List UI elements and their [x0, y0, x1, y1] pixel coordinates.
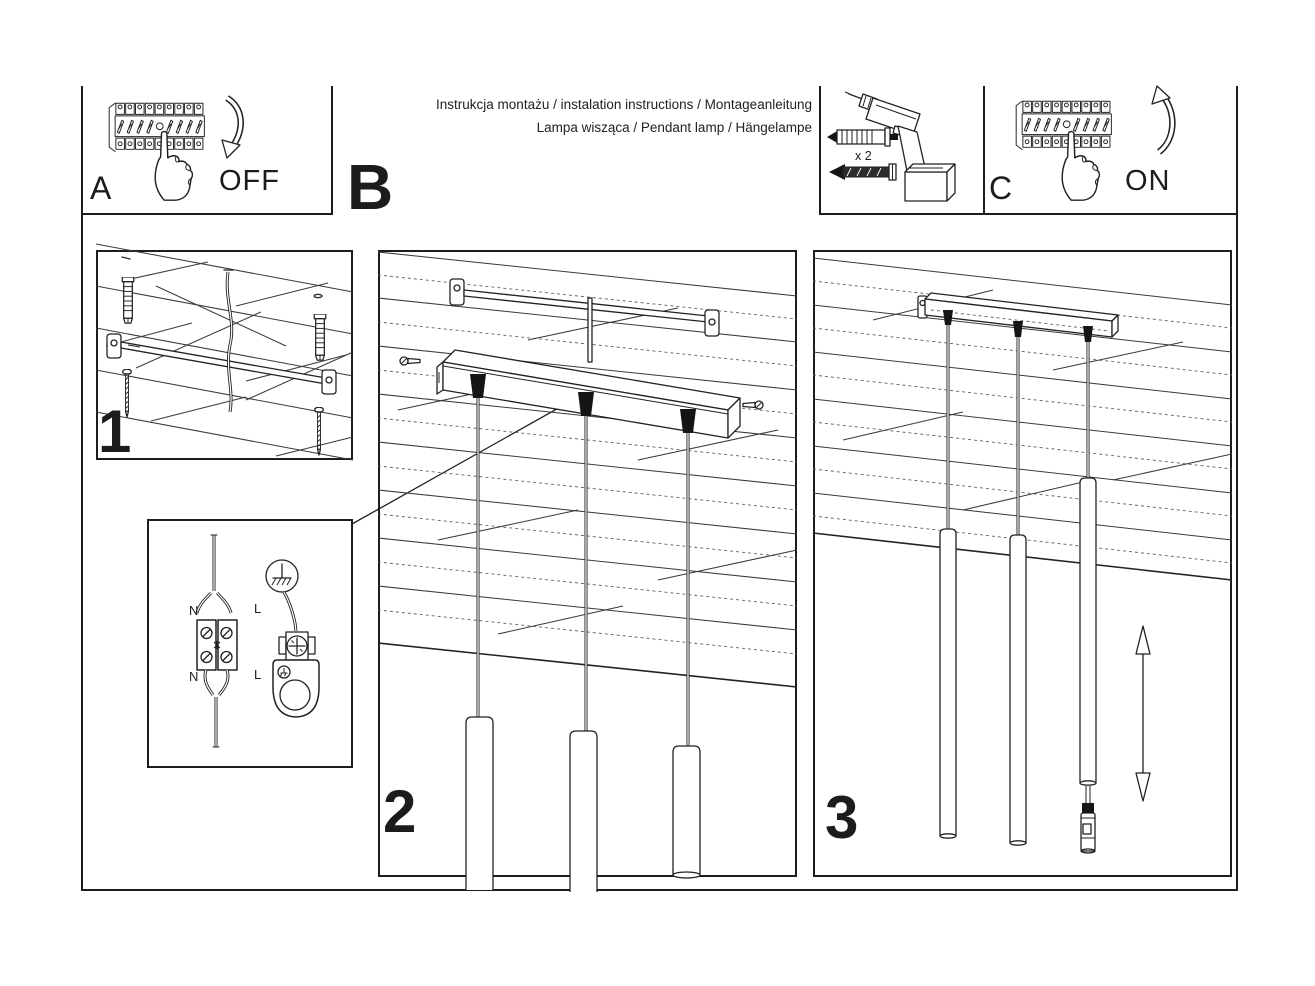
lamp-holder [1080, 786, 1096, 854]
side-screws [399, 356, 764, 410]
mounting-rail [106, 333, 337, 395]
cable-grips [943, 310, 1093, 342]
callout-leader-line [351, 391, 588, 525]
supply-cable-top [195, 534, 233, 614]
step-2-drawing [377, 251, 798, 892]
step-2-panel [377, 250, 798, 892]
wiring-detail-inset [147, 519, 353, 768]
pendant-tubes [465, 716, 701, 892]
step-2-number: 2 [383, 778, 417, 845]
document-title: Instrukcja montażu / instalation instruc… [312, 93, 812, 139]
wall-anchor-icon [313, 314, 327, 361]
threaded-rod [587, 297, 593, 363]
curved-arrow-up-icon [1151, 85, 1176, 155]
step-3-number: 3 [825, 784, 859, 851]
wire-label-n-bottom: N [189, 669, 199, 684]
step-1-drawing [95, 243, 354, 461]
circuit-breaker-icon [1015, 100, 1112, 151]
terminal-block [196, 619, 238, 671]
panel-c-drawing [1015, 85, 1176, 201]
ground-symbol-icon [265, 559, 299, 593]
step-3-panel [812, 250, 1233, 877]
wiring-drawing [195, 534, 320, 748]
height-adjust-arrow-icon [1135, 625, 1151, 802]
tools-drawing [827, 91, 956, 202]
asterisk-mark [213, 641, 221, 649]
panel-c-action: ON [1125, 165, 1171, 197]
panel-a-label: A [90, 170, 112, 206]
panel-b-tools [819, 86, 983, 215]
ground-clamp [272, 631, 320, 718]
title-line-1: Instrukcja montażu / instalation instruc… [436, 97, 812, 112]
screw-icon [314, 407, 324, 456]
ceiling-planks [95, 243, 354, 461]
pendant-tubes [939, 477, 1097, 846]
pendant-cables [476, 398, 690, 746]
drill-icon [844, 91, 956, 202]
step-1-number: 1 [98, 398, 132, 465]
power-cable [223, 269, 234, 413]
wire-label-n-top: N [189, 603, 199, 618]
wire-label-l-top: L [254, 601, 262, 616]
sheet-frame [81, 86, 1238, 891]
step-1-panel [95, 243, 354, 461]
panel-c-power-on [983, 85, 1236, 215]
wall-plug-icon [827, 127, 898, 147]
title-line-2: Lampa wisząca / Pendant lamp / Hängelamp… [536, 120, 812, 135]
mounting-rail [449, 278, 720, 337]
panel-a-action: OFF [219, 165, 280, 197]
supply-cable-bottom [203, 669, 230, 748]
panel-a-power-off [81, 86, 333, 215]
screw-icon [829, 163, 897, 181]
circuit-breaker-icon [108, 102, 205, 153]
cable-grips [470, 374, 696, 433]
section-b-label: B [347, 151, 394, 223]
anchor-quantity-label: x 2 [855, 149, 872, 163]
step-3-drawing [812, 257, 1233, 854]
ground-wire [282, 591, 298, 632]
panel-a-drawing [108, 95, 244, 201]
canopy [917, 292, 1119, 338]
curved-arrow-down-icon [221, 95, 244, 159]
pendant-cables [946, 325, 1090, 535]
panel-c-label: C [989, 170, 1013, 206]
wall-anchor-icon [121, 277, 135, 324]
wire-label-l-bottom: L [254, 667, 262, 682]
